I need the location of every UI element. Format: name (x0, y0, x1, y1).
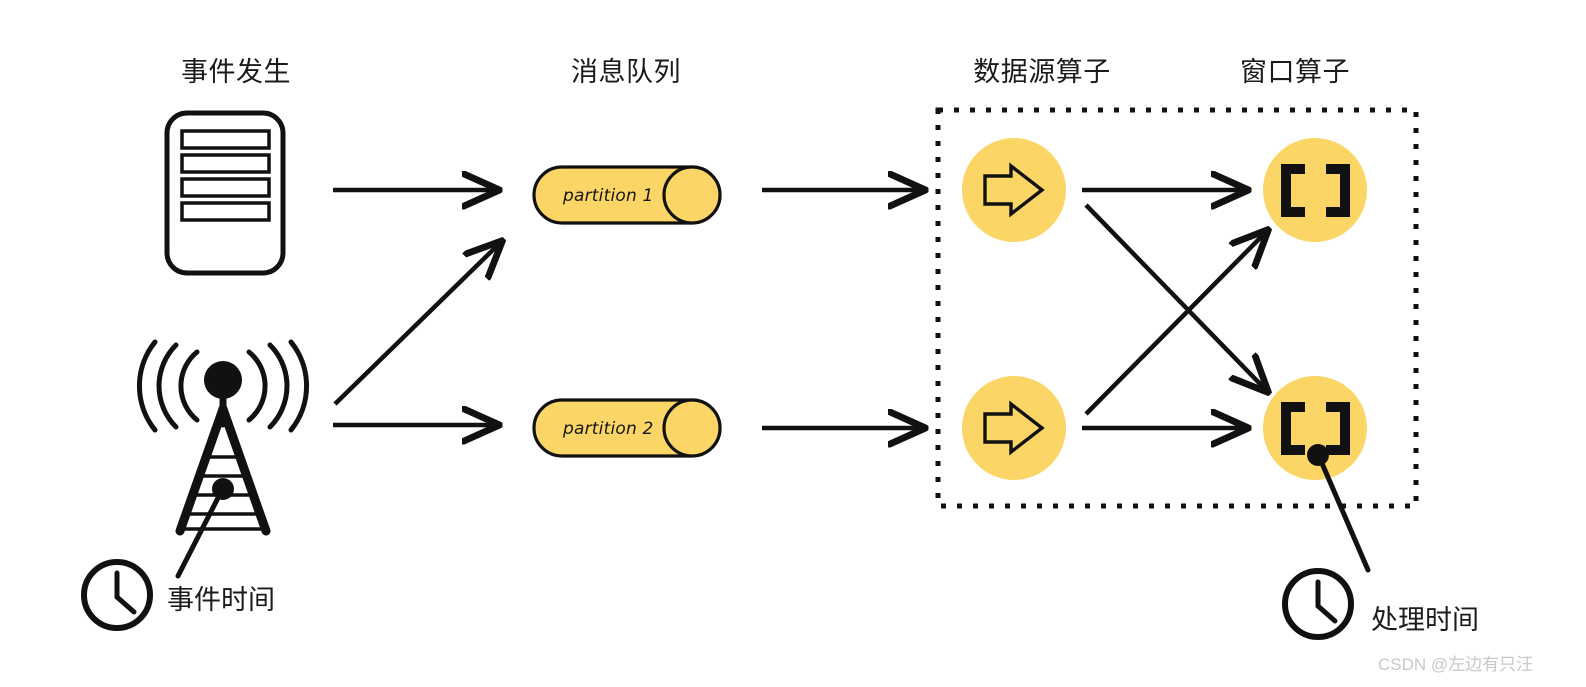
event-time-label: 事件时间 (167, 585, 275, 615)
source-operator-1 (962, 138, 1066, 242)
antenna-tower-icon (136, 339, 310, 579)
right-arrow-outline-icon (983, 400, 1045, 456)
server-icon (164, 110, 286, 276)
partition-1-label: partition 1 (563, 186, 654, 206)
event-time-anchor-dot (212, 478, 234, 500)
partition-2-label: partition 2 (563, 419, 654, 439)
processing-time-anchor-dot (1307, 444, 1329, 466)
column-title-event-source: 事件发生 (181, 57, 291, 87)
operator-boundary-box (935, 107, 1419, 509)
brackets-icon (1281, 164, 1350, 217)
csdn-watermark: CSDN @左边有只汪 (1378, 655, 1534, 674)
clock-icon-event-time (81, 559, 153, 631)
source-operator-2 (962, 376, 1066, 480)
processing-time-leader-line (1318, 458, 1371, 573)
event-time-leader-line (175, 491, 223, 579)
partition-capsule-1 (532, 165, 722, 225)
column-title-source-operator: 数据源算子 (973, 57, 1111, 87)
right-arrow-outline-icon (983, 162, 1045, 218)
processing-time-label: 处理时间 (1371, 605, 1479, 635)
clock-icon-processing-time (1282, 568, 1354, 640)
window-operator-2 (1263, 376, 1371, 573)
arrow-antenna-to-partition1 (333, 243, 500, 406)
column-title-message-queue: 消息队列 (571, 57, 681, 87)
partition-capsule-2 (532, 398, 722, 458)
window-operator-1 (1263, 138, 1367, 242)
brackets-icon (1281, 402, 1350, 455)
column-title-window-operator: 窗口算子 (1240, 57, 1350, 87)
arrow-source1-to-window2 (1084, 203, 1266, 390)
arrow-source2-to-window1 (1084, 232, 1266, 416)
